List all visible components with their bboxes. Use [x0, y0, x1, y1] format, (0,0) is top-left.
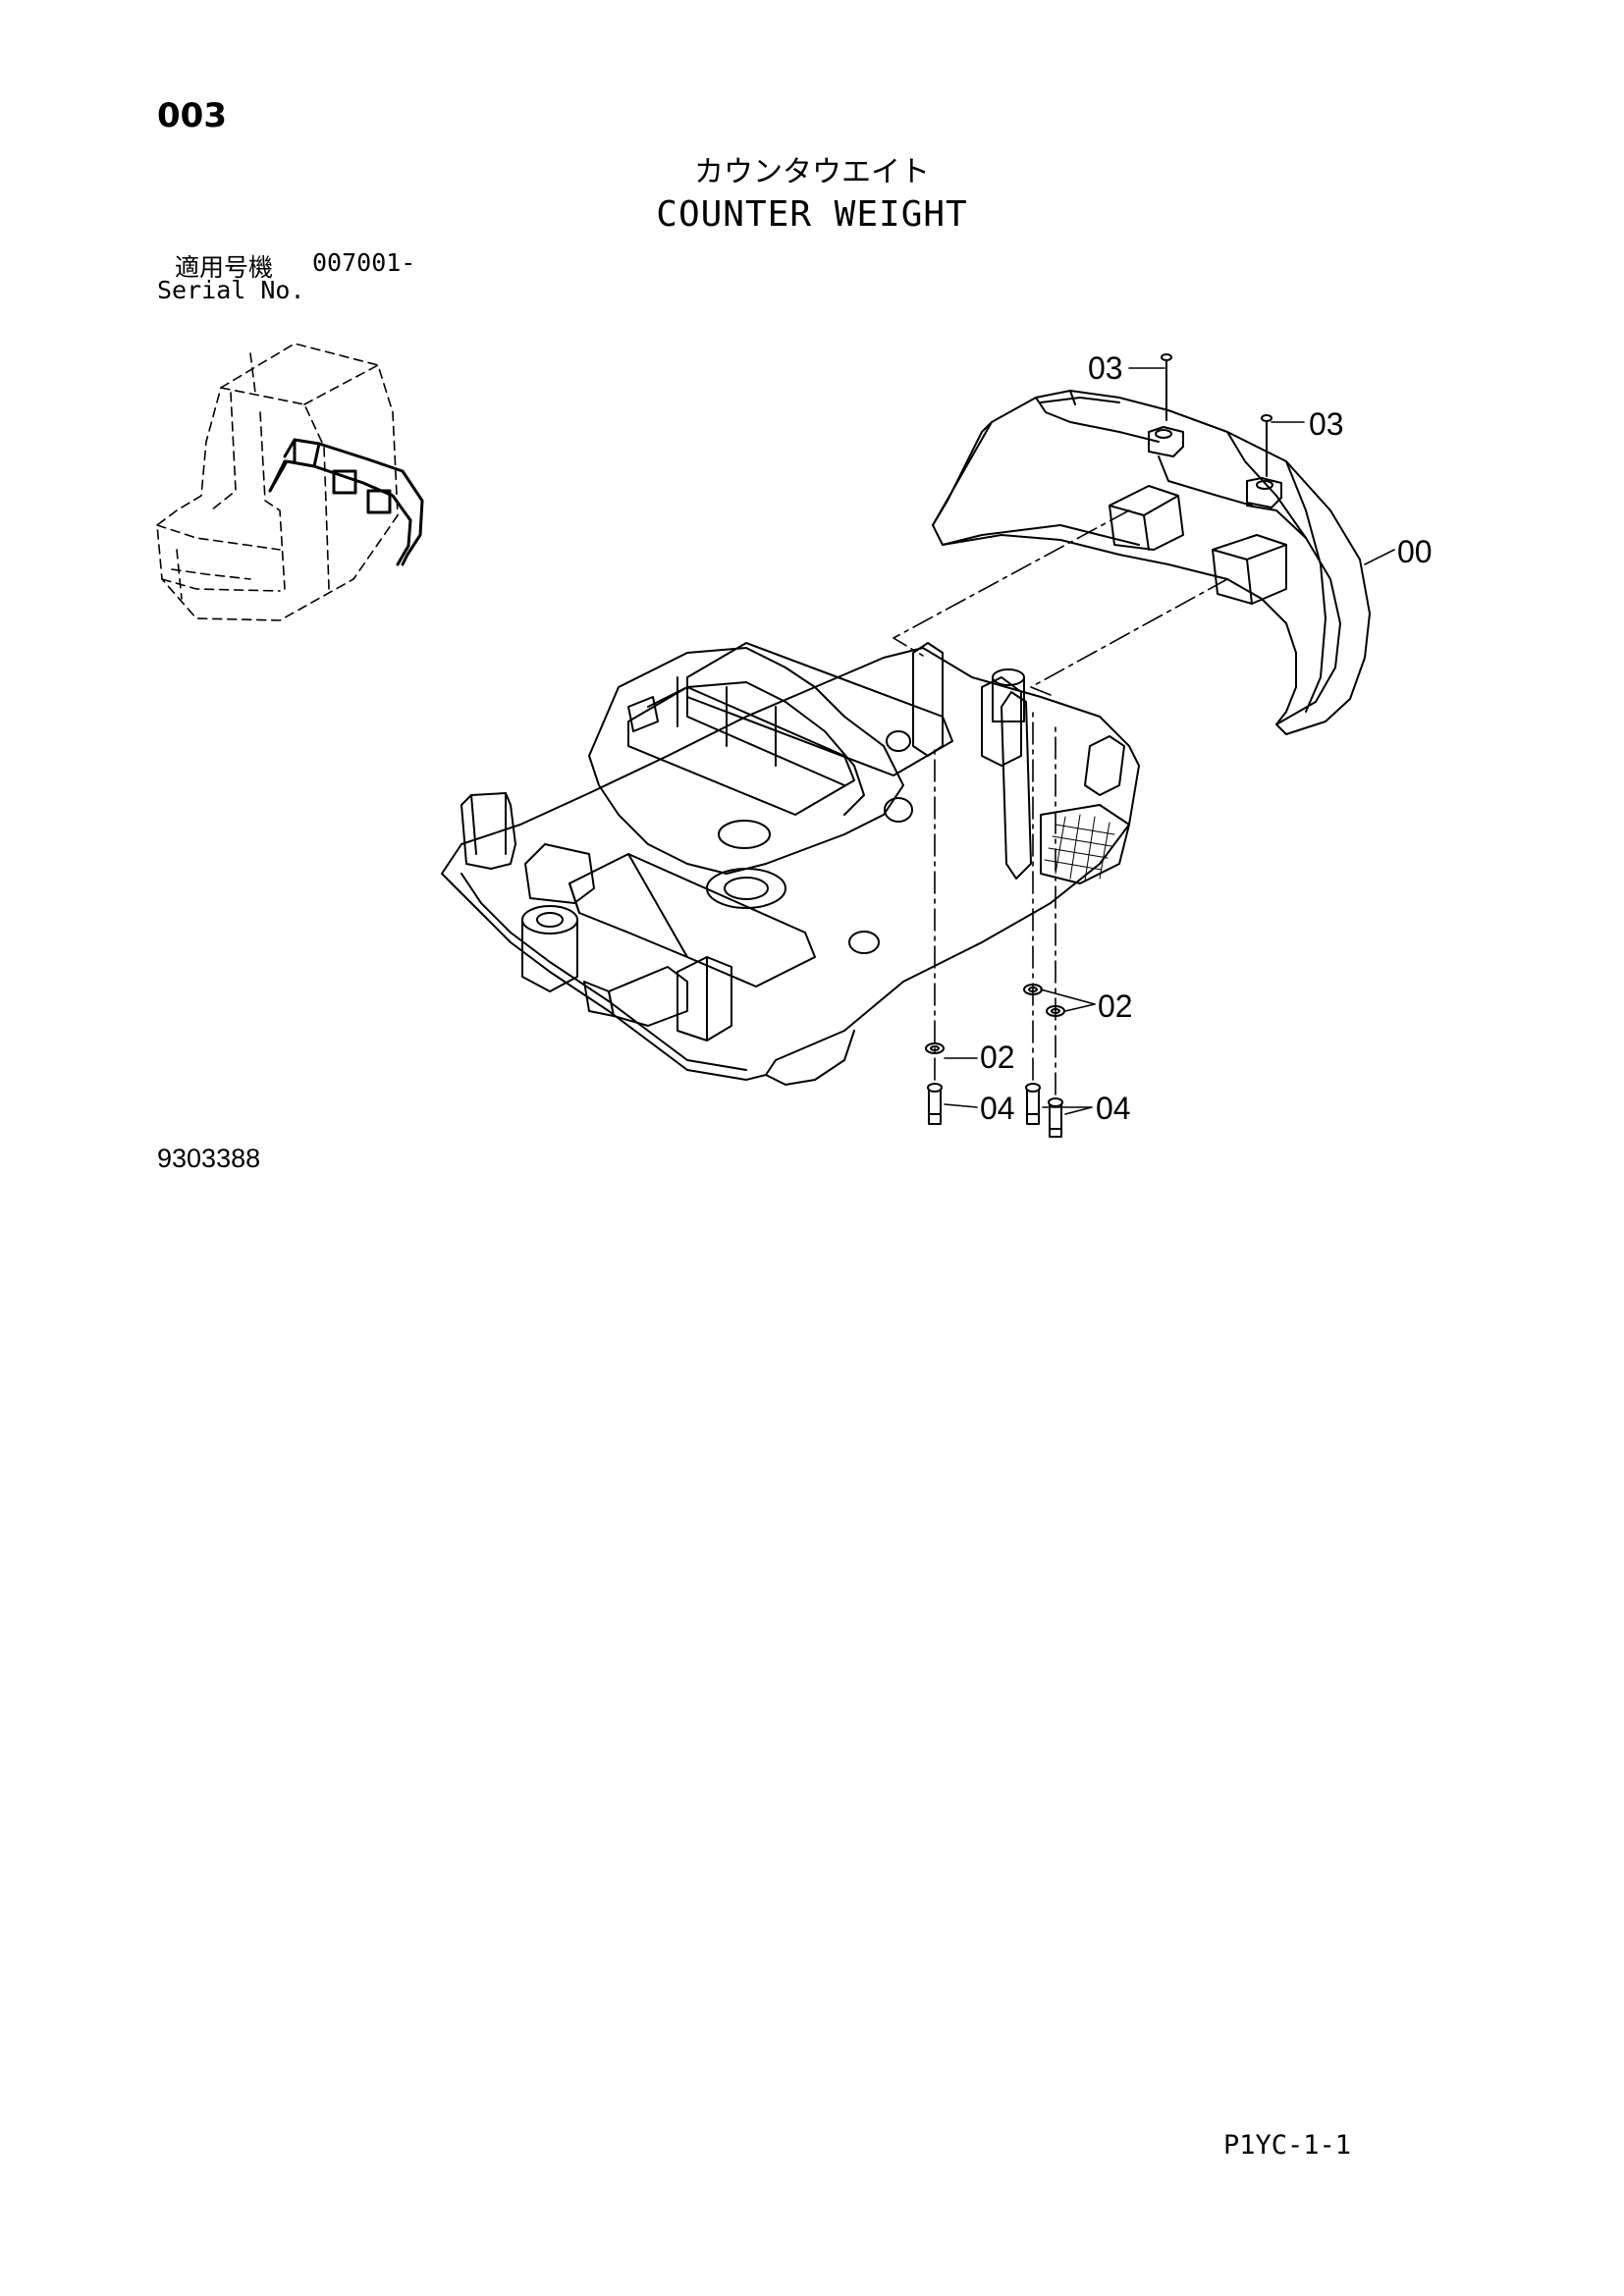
counterweight-part [932, 390, 1371, 735]
key-map-counterweight-highlight [268, 438, 424, 566]
callout-04-b: 04 [1096, 1091, 1131, 1126]
title-japanese: カウンタウエイト [694, 155, 930, 189]
serial-value: 007001- [312, 248, 416, 277]
upper-frame [441, 642, 1140, 1086]
callout-00: 00 [1397, 534, 1433, 569]
hardware-bolts-04 [927, 1083, 1063, 1138]
grid-plate [1044, 814, 1115, 881]
page-number: 003 [157, 96, 227, 135]
leader-04-a [944, 1103, 978, 1108]
serial-label-japanese: 適用号機 [175, 253, 274, 282]
assembly-lines [893, 509, 1228, 1095]
title-english: COUNTER WEIGHT [656, 194, 968, 235]
callout-group [944, 367, 1395, 1115]
callout-03-a: 03 [1088, 350, 1123, 386]
serial-label-english: Serial No. [157, 276, 305, 304]
key-map-illustration [156, 343, 424, 621]
hardware-screws-03 [1161, 353, 1272, 477]
drawing-number: 9303388 [157, 1144, 261, 1173]
leader-04-b [1042, 1106, 1093, 1115]
callout-03-b: 03 [1309, 406, 1344, 442]
leader-00 [1364, 549, 1395, 565]
callout-02-b: 02 [1098, 988, 1133, 1024]
callout-04-a: 04 [980, 1091, 1015, 1126]
page-code: P1YC-1-1 [1223, 2130, 1352, 2161]
callout-02-a: 02 [980, 1040, 1015, 1075]
leader-02-b [1040, 988, 1096, 1012]
